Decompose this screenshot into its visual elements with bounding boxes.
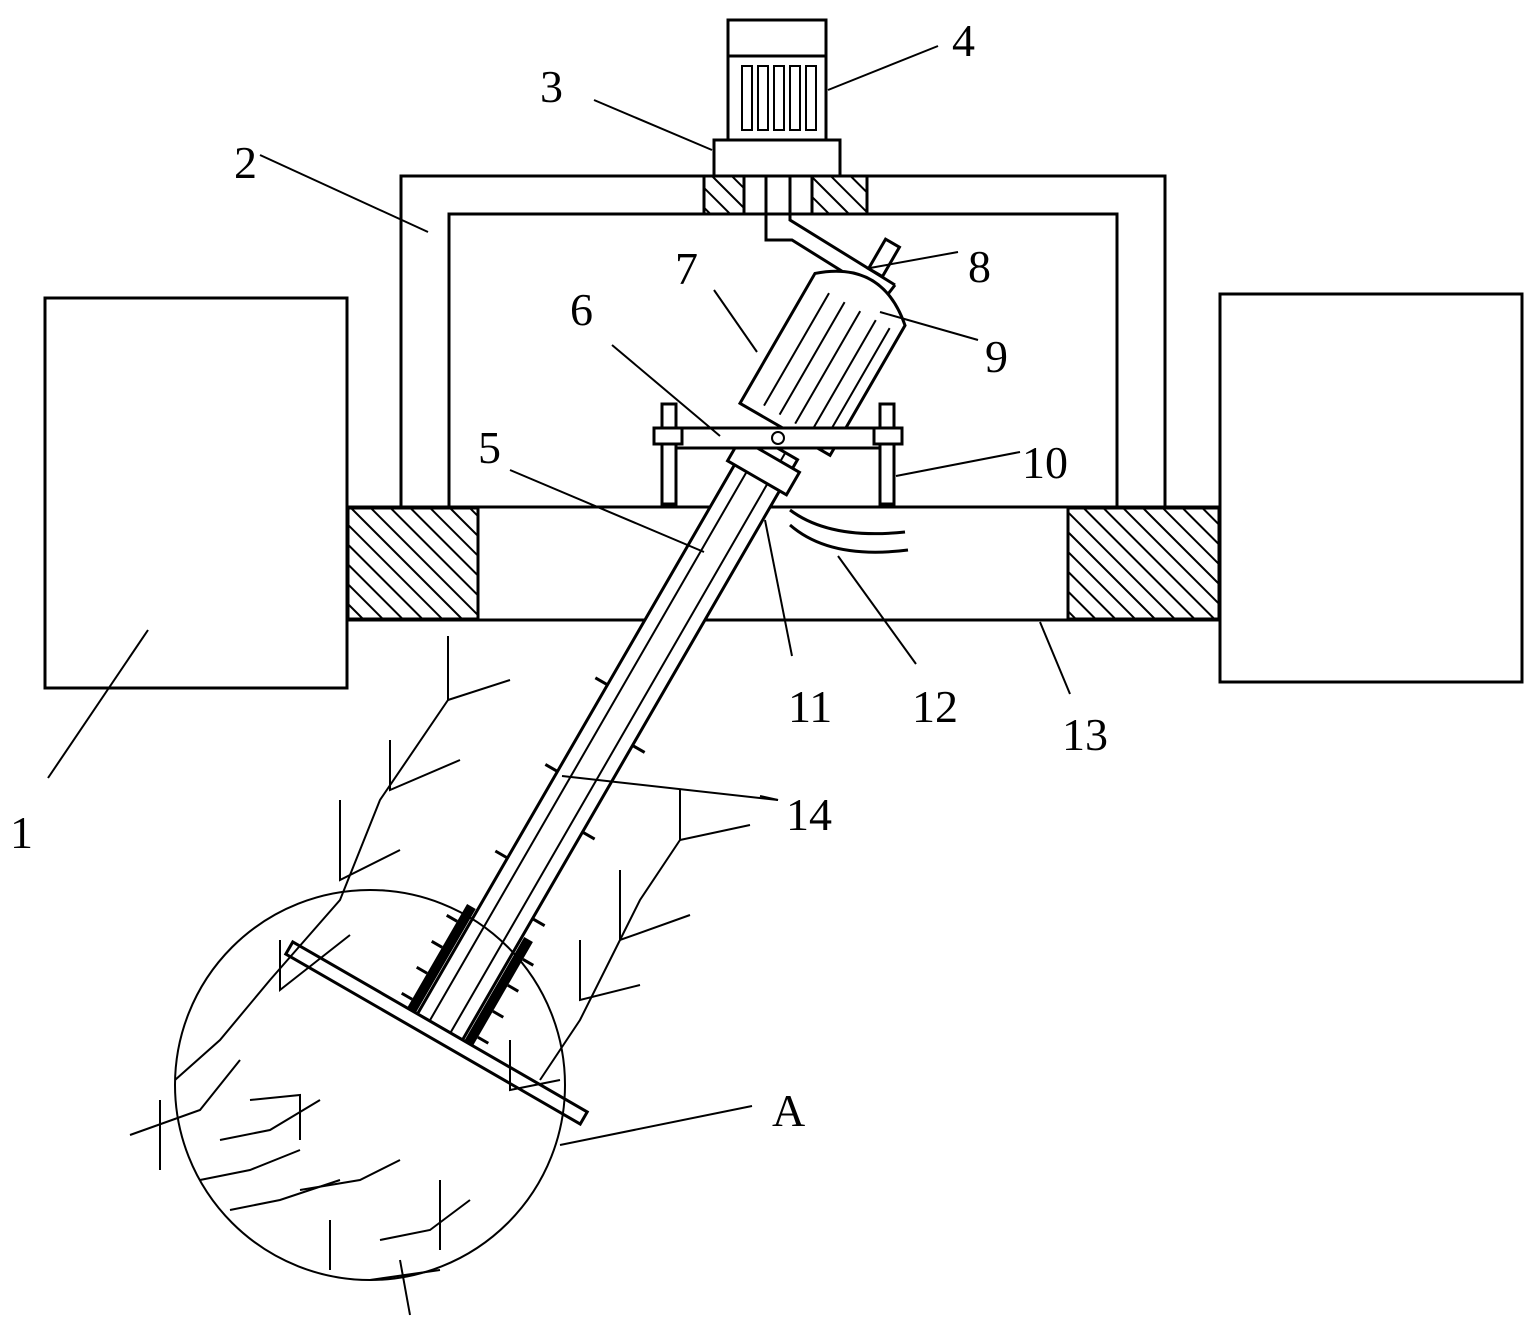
right-block xyxy=(1218,292,1524,684)
label-6: 6 xyxy=(570,284,593,335)
cross-bar xyxy=(652,402,904,506)
label-10: 10 xyxy=(1022,437,1068,488)
label-11: 11 xyxy=(788,681,832,732)
label-8: 8 xyxy=(968,241,991,292)
label-7: 7 xyxy=(675,243,698,294)
tilted-assembly xyxy=(283,237,907,1127)
base-plate xyxy=(345,505,1222,622)
label-3: 3 xyxy=(540,61,563,112)
label-5: 5 xyxy=(478,422,501,473)
label-9: 9 xyxy=(985,331,1008,382)
label-12: 12 xyxy=(912,681,958,732)
soil-roots xyxy=(129,636,751,1316)
hose xyxy=(789,508,909,554)
detail-circle-a xyxy=(174,889,566,1281)
frame xyxy=(399,174,1167,507)
label-4: 4 xyxy=(952,15,975,66)
left-block xyxy=(43,296,349,690)
label-a: A xyxy=(772,1085,805,1136)
label-13: 13 xyxy=(1062,709,1108,760)
label-14: 14 xyxy=(786,789,832,840)
label-2: 2 xyxy=(234,137,257,188)
label-1: 1 xyxy=(10,807,33,858)
top-motor xyxy=(712,18,842,178)
leader-lines xyxy=(47,45,1071,1146)
